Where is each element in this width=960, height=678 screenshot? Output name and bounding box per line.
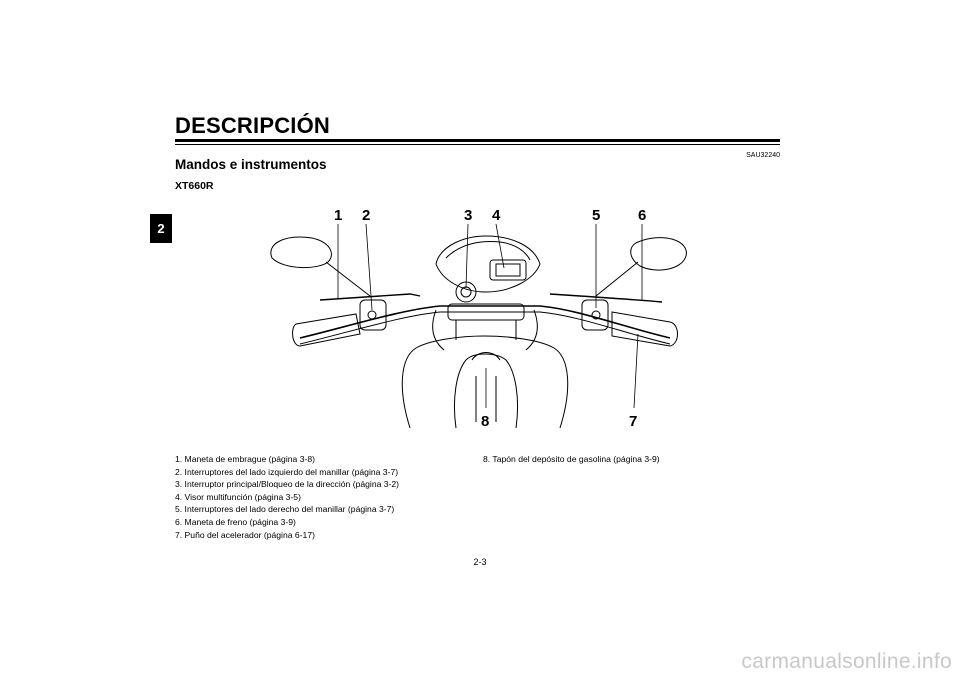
callout-6: 6 xyxy=(638,207,646,224)
brake-lever xyxy=(549,293,663,303)
page-number: 2-3 xyxy=(473,557,487,567)
chapter-tab: 2 xyxy=(150,214,172,243)
callout-4: 4 xyxy=(492,207,501,224)
left-grip xyxy=(292,299,387,347)
instrument-cluster xyxy=(435,235,541,303)
callout-3: 3 xyxy=(464,207,472,224)
legend-item: 7. Puño del acelerador (página 6-17) xyxy=(175,529,315,540)
handlebar xyxy=(299,305,671,345)
leader-lines xyxy=(337,223,643,409)
callout-2: 2 xyxy=(362,207,370,224)
legend-item: 2. Interruptores del lado izquierdo del … xyxy=(175,466,399,477)
right-mirror xyxy=(595,237,687,297)
legend-list-right: 8. Tapón del depósito de gasolina (págin… xyxy=(483,453,660,466)
model-label: XT660R xyxy=(175,180,214,192)
left-mirror xyxy=(270,236,371,297)
legend-item: 8. Tapón del depósito de gasolina (págin… xyxy=(483,454,660,464)
front-fork xyxy=(432,303,538,351)
legend-item: 1. Maneta de embrague (página 3-8) xyxy=(175,454,315,464)
legend-item: 6. Maneta de freno (página 3-9) xyxy=(175,516,296,527)
legend-item: 4. Visor multifunción (página 3-5) xyxy=(175,491,301,502)
legend-list-left: 1. Maneta de embrague (página 3-8) 2. In… xyxy=(175,453,399,541)
callout-7: 7 xyxy=(629,413,637,430)
callout-1: 1 xyxy=(334,207,342,224)
page-heading: DESCRIPCIÓN xyxy=(175,113,330,138)
watermark[interactable]: carmanualsonline.info xyxy=(741,650,952,673)
fuel-tank xyxy=(401,335,569,429)
callout-5: 5 xyxy=(592,207,600,224)
right-grip xyxy=(581,299,678,347)
legend-item: 3. Interruptor principal/Bloqueo de la d… xyxy=(175,479,400,490)
section-title: Mandos e instrumentos xyxy=(175,157,327,172)
handlebar-illustration: 1 2 3 4 5 6 7 8 xyxy=(270,207,687,430)
callout-8: 8 xyxy=(481,413,489,430)
heading-rule xyxy=(175,139,780,142)
reference-code: SAU32240 xyxy=(746,152,780,159)
legend-item: 5. Interruptores del lado derecho del ma… xyxy=(175,504,395,515)
clutch-lever xyxy=(319,293,421,301)
heading-rule-thin xyxy=(175,144,780,145)
